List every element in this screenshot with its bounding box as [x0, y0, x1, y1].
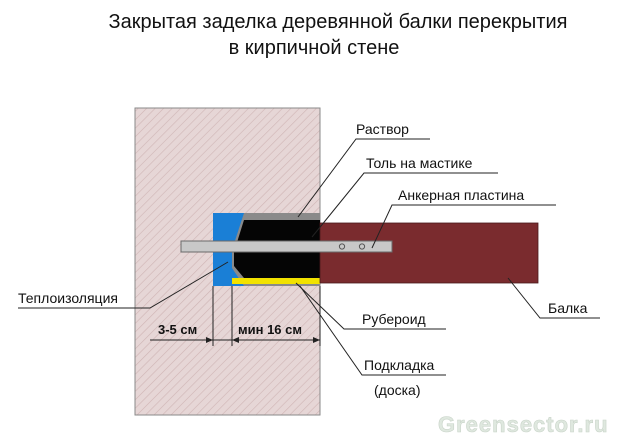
label-insulation: Теплоизоляция — [18, 290, 118, 306]
dimension-depth-label: мин 16 см — [238, 322, 302, 337]
anchor-plate — [180, 240, 393, 253]
label-anchor-plate: Анкерная пластина — [398, 187, 524, 203]
label-ruberoid: Рубероид — [362, 311, 426, 327]
dimension-arrow — [232, 337, 239, 343]
label-underlay: Подкладка — [364, 357, 435, 373]
leader-insulation — [18, 261, 229, 309]
anchor-plate-bolt-hole — [338, 243, 346, 250]
leader-underlay — [299, 285, 446, 376]
label-tar-paper-mastic: Толь на мастике — [366, 155, 473, 171]
label-beam: Балка — [548, 300, 588, 316]
diagram-title-line2: в кирпичной стене — [228, 37, 400, 59]
dimension-arrow — [206, 337, 213, 343]
leader-tar-paper — [311, 172, 498, 238]
dimension-gap-label: 3-5 см — [158, 322, 197, 337]
watermark: Greensector.ru — [438, 412, 609, 437]
leader-ruberoid — [295, 282, 446, 330]
label-underlay-note: (доска) — [374, 382, 421, 398]
leader-beam — [507, 277, 600, 319]
timber-beam — [319, 222, 539, 284]
dimension-arrow — [313, 337, 320, 343]
diagram-title-line1: Закрытая заделка деревянной балки перекр… — [108, 11, 568, 33]
label-mortar: Раствор — [356, 121, 409, 137]
leader-mortar — [297, 138, 430, 218]
leader-anchor-plate — [371, 204, 556, 249]
ruberoid-layer — [232, 278, 320, 284]
anchor-plate-bolt-hole — [358, 243, 366, 250]
